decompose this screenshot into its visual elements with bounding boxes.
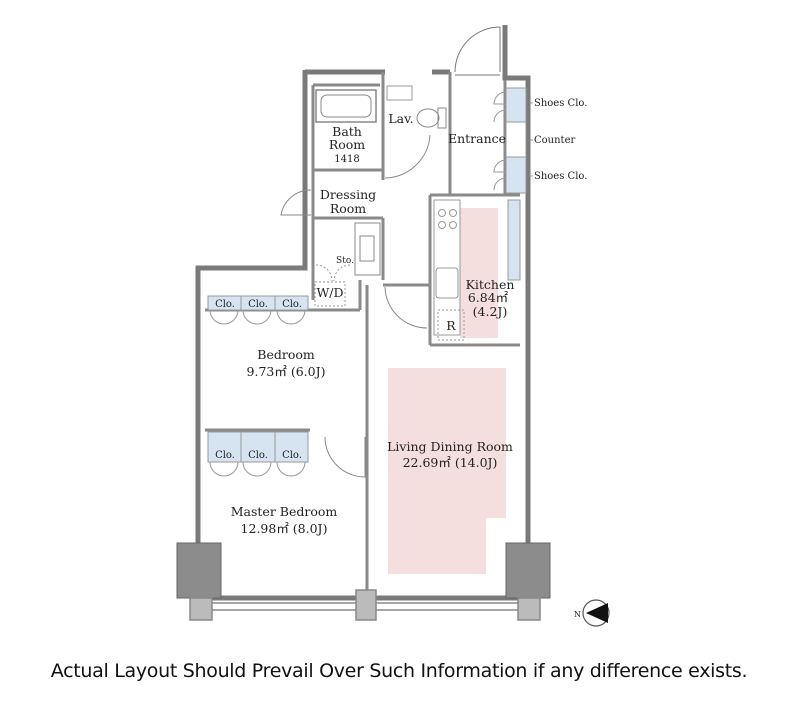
counter-label: Counter — [534, 135, 575, 146]
hall-door — [384, 286, 428, 329]
bath-room-size: 1418 — [334, 154, 359, 165]
washbasin — [354, 222, 381, 276]
lav-counter — [386, 85, 413, 101]
toilet — [416, 107, 447, 129]
bedroom-area: 9.73㎡ (6.0J) — [247, 364, 326, 379]
closet-label: Clo. — [248, 299, 268, 310]
dressing-room-label-1: Dressing — [320, 187, 376, 202]
refrigerator-label: R — [446, 318, 456, 333]
washer-dryer-box — [314, 281, 346, 307]
kitchen-upper-cabinet — [507, 199, 521, 281]
compass: N — [574, 599, 610, 627]
closet-doors-entrance — [493, 91, 507, 191]
bath-room-label-1: Bath — [332, 124, 362, 139]
shoes-closet-top — [505, 87, 527, 123]
bathtub — [315, 89, 377, 123]
dressing-room-label-2: Room — [330, 201, 366, 216]
entrance-label: Entrance — [448, 131, 506, 146]
window-frame — [189, 589, 541, 621]
closet-label: Clo. — [282, 299, 302, 310]
shoes-closet-bottom — [505, 156, 527, 194]
refrigerator-box — [437, 309, 465, 341]
floor-plan: N Bath Room 1418 Lav. Entrance Dressing … — [176, 25, 610, 627]
closet-label: Clo. — [248, 450, 268, 461]
master-bedroom-door — [324, 436, 366, 478]
shoes-closet-top-label: Shoes Clo. — [534, 98, 587, 109]
bedroom-closets — [207, 295, 309, 325]
washer-dryer-label: W/D — [316, 285, 343, 300]
pillars — [176, 542, 551, 599]
closet-label: Clo. — [215, 299, 235, 310]
leader-lines — [526, 102, 533, 177]
storage-label: Sto. — [336, 256, 354, 266]
counter — [505, 121, 527, 158]
master-bedroom-label: Master Bedroom — [231, 504, 338, 519]
master-bedroom-area: 12.98㎡ (8.0J) — [241, 521, 328, 536]
closet-label: Clo. — [282, 450, 302, 461]
kitchen-counter — [433, 199, 461, 336]
living-dining-area: 22.69㎡ (14.0J) — [403, 455, 498, 470]
shoes-closet-bottom-label: Shoes Clo. — [534, 171, 587, 182]
kitchen-area: 6.84㎡ — [468, 290, 509, 305]
kitchen-label: Kitchen — [466, 277, 515, 292]
compass-north-label: N — [574, 610, 581, 619]
entrance-door — [454, 26, 501, 76]
living-dining-label: Living Dining Room — [387, 439, 513, 454]
lav-door — [384, 134, 431, 179]
dressing-door — [280, 189, 312, 216]
kitchen-tatami: (4.2J) — [473, 304, 508, 319]
disclaimer-caption: Actual Layout Should Prevail Over Such I… — [50, 660, 748, 682]
master-bedroom-closets — [207, 431, 309, 477]
living-floor-highlight-cut — [486, 518, 508, 576]
storage-doors — [315, 264, 351, 282]
closet-label: Clo. — [215, 450, 235, 461]
bath-room-label-2: Room — [329, 137, 365, 152]
kitchen-floor-highlight — [460, 208, 498, 338]
lav-label: Lav. — [388, 111, 413, 126]
bedroom-label: Bedroom — [257, 347, 315, 362]
